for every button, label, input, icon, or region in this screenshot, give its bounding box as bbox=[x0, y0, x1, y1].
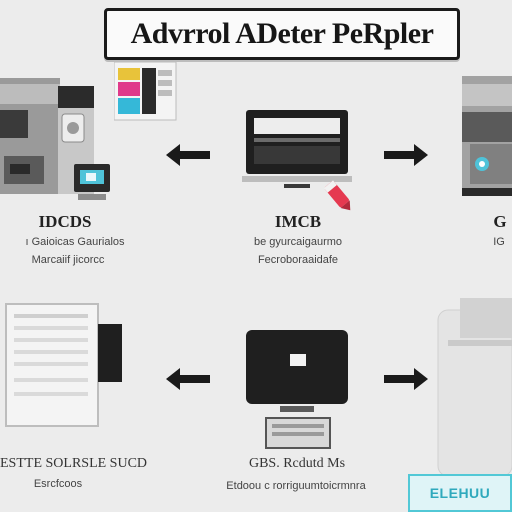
caption-bottom-left-1: Esrcfcoos bbox=[33, 478, 83, 490]
caption-bottom-center-1: Etdoou c rorriguumtoicrmnra bbox=[226, 480, 366, 492]
page-title: Advrrol ADeter PeRpler bbox=[130, 17, 434, 50]
marker-pen-icon bbox=[323, 180, 351, 211]
label-top-right: G bbox=[493, 212, 507, 231]
badge-text: ELEHUU bbox=[429, 485, 491, 501]
label-top-left: IDCDS bbox=[38, 212, 92, 231]
caption-top-right-1: IG bbox=[493, 236, 505, 248]
label-bottom-left: ESTTE SOLRSLE SUCD bbox=[0, 456, 148, 471]
monitor-icon bbox=[74, 164, 110, 200]
arrow-left-icon bbox=[166, 144, 210, 166]
caption-top-left-1: ı Gaioicas Gaurialos bbox=[25, 236, 125, 248]
arrow-right-icon-bottom bbox=[384, 368, 428, 390]
printer-illustration-bottom-right bbox=[437, 298, 512, 476]
corner-badge: ELEHUU bbox=[408, 474, 512, 512]
caption-top-center-1: be gyurcaigaurmo bbox=[253, 236, 343, 248]
laptop-illustration-top bbox=[242, 110, 352, 188]
label-top-center: IMCB bbox=[274, 212, 322, 231]
scanner-illustration-bottom-left bbox=[5, 303, 122, 427]
title-banner: Advrrol ADeter PeRpler bbox=[104, 8, 460, 60]
caption-top-center-2: Fecroboraaidafe bbox=[257, 254, 339, 266]
caption-top-left-2: Marcaiif jicorcc bbox=[31, 254, 105, 266]
printer-illustration-top-left bbox=[0, 78, 94, 194]
printer-illustration-top-right bbox=[462, 76, 512, 196]
arrow-left-icon-bottom bbox=[166, 368, 210, 390]
ink-cartridge-icon bbox=[114, 62, 177, 121]
arrow-right-icon bbox=[384, 144, 428, 166]
label-bottom-center: GBS. Rcdutd Ms bbox=[248, 456, 346, 471]
computer-illustration-bottom bbox=[246, 330, 348, 449]
